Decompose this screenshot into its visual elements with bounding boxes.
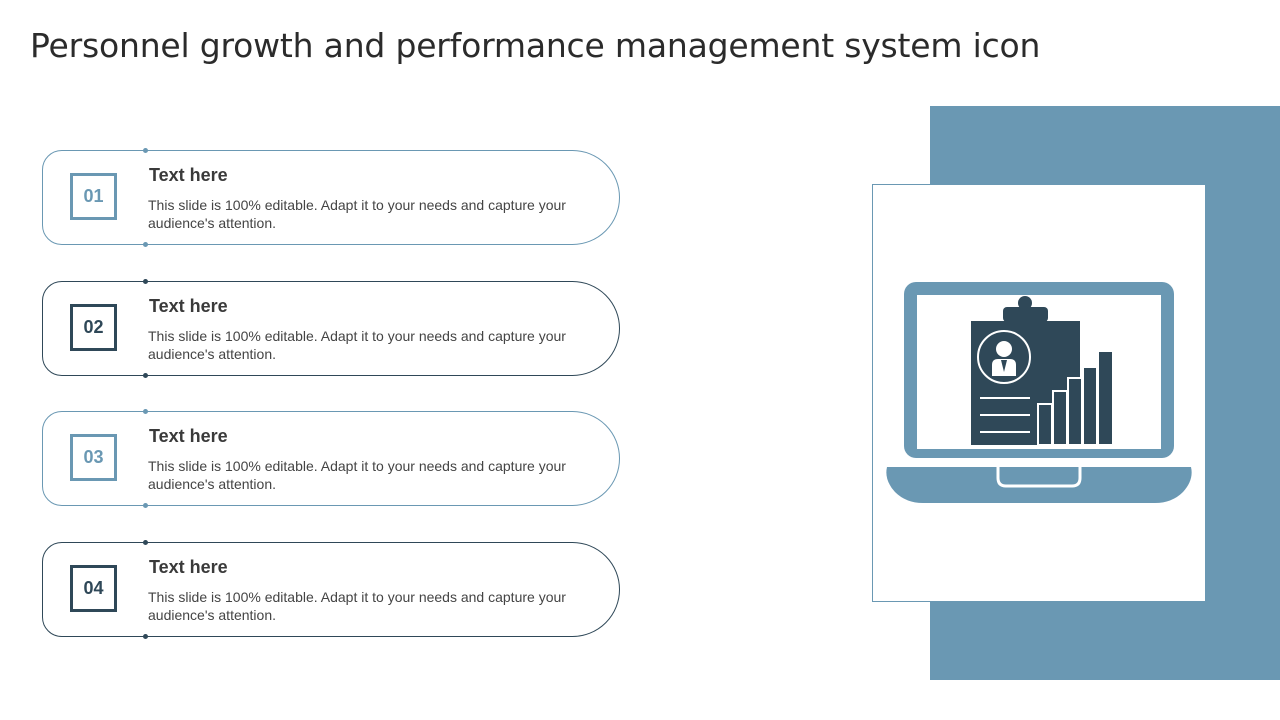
connector-dot (143, 373, 148, 378)
slide-title: Personnel growth and performance managem… (30, 26, 1041, 65)
connector-dot (143, 503, 148, 508)
list-item: 03 Text here This slide is 100% editable… (42, 409, 620, 508)
item-number-badge: 02 (70, 304, 117, 351)
item-number-badge: 04 (70, 565, 117, 612)
item-description: This slide is 100% editable. Adapt it to… (148, 328, 566, 362)
item-description: This slide is 100% editable. Adapt it to… (148, 458, 566, 492)
item-number-badge: 03 (70, 434, 117, 481)
item-number-badge: 01 (70, 173, 117, 220)
item-heading: Text here (149, 426, 228, 446)
list-item: 02 Text here This slide is 100% editable… (42, 279, 620, 378)
connector-dot (143, 540, 148, 545)
connector-dot (143, 409, 148, 414)
item-heading: Text here (149, 557, 228, 577)
list-item: 01 Text here This slide is 100% editable… (42, 148, 620, 247)
connector-dot (143, 279, 148, 284)
connector-dot (143, 242, 148, 247)
list-item: 04 Text here This slide is 100% editable… (42, 540, 620, 639)
connector-dot (143, 634, 148, 639)
item-heading: Text here (149, 165, 228, 185)
laptop-clipboard-growth-chart-icon (886, 282, 1192, 503)
item-description: This slide is 100% editable. Adapt it to… (148, 197, 566, 231)
item-description: This slide is 100% editable. Adapt it to… (148, 589, 566, 623)
item-heading: Text here (149, 296, 228, 316)
connector-dot (143, 148, 148, 153)
